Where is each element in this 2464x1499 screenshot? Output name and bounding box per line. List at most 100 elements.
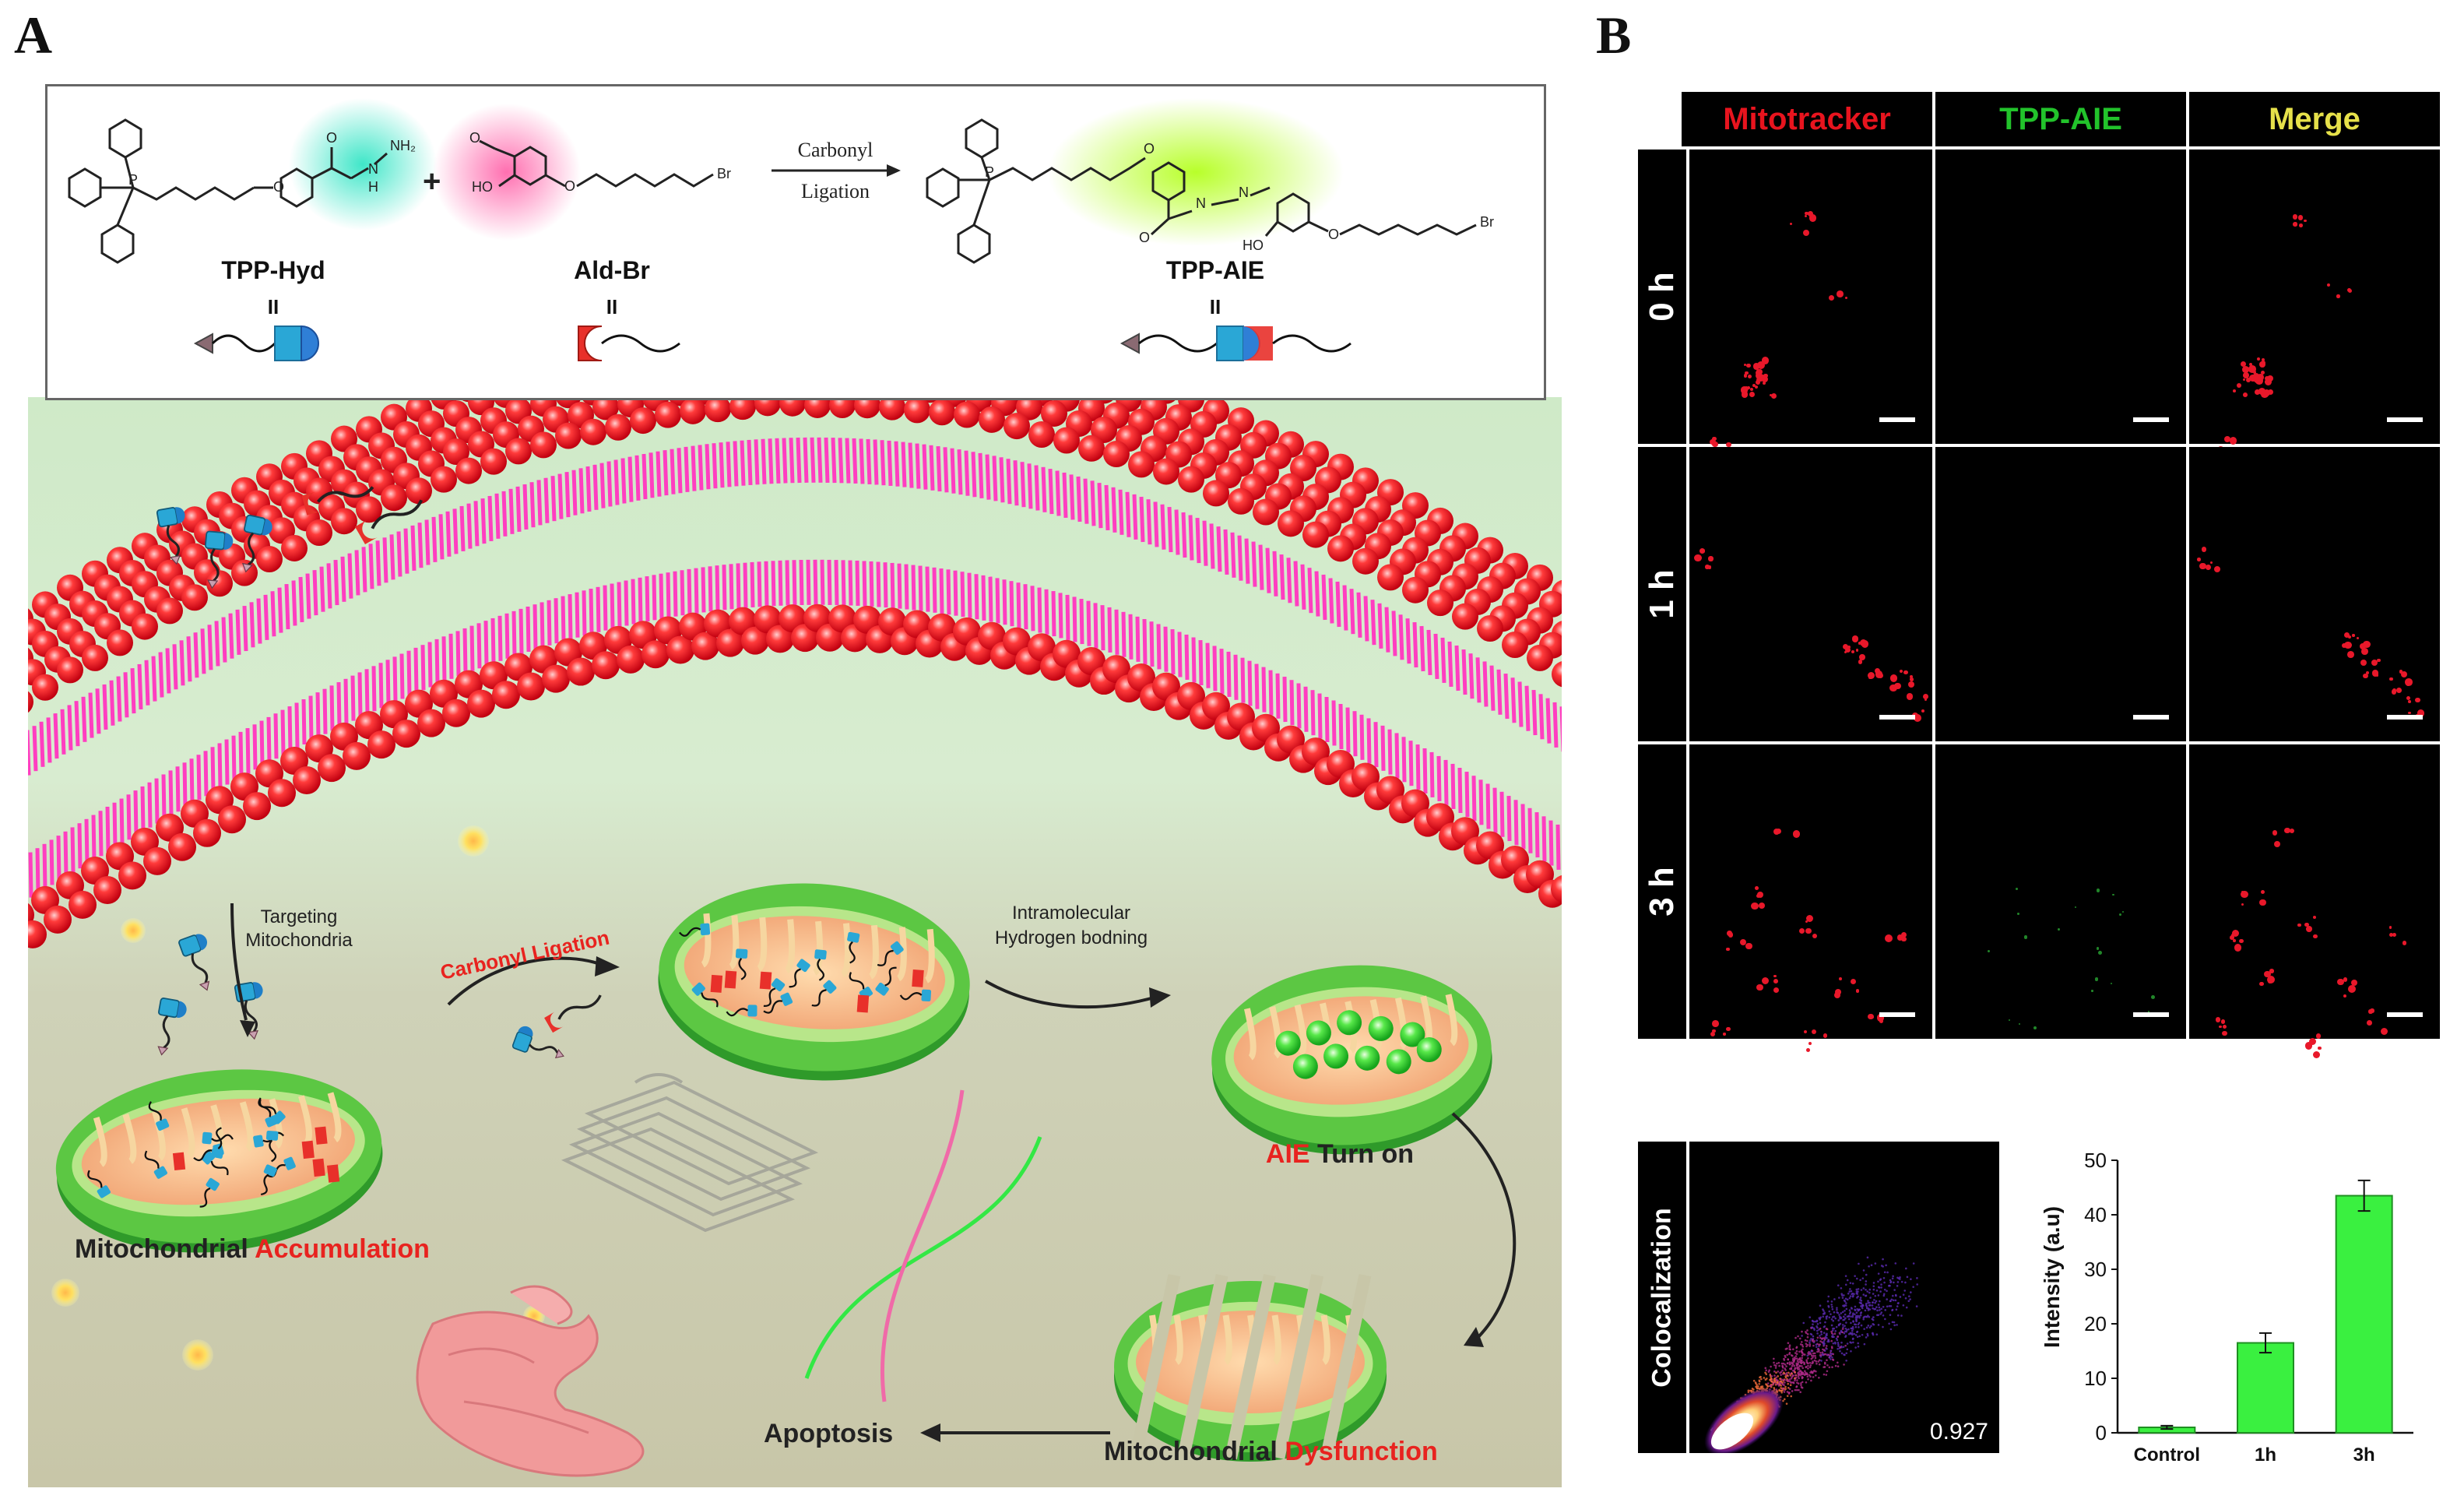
green-filament: [804, 1136, 1042, 1379]
mitotracker-signal: [1909, 674, 1914, 678]
mito-word-2: Mitochondrial: [1104, 1437, 1285, 1466]
mitotracker-signal: [1793, 830, 1801, 838]
y-tick-label: 30: [2084, 1258, 2107, 1281]
colocalization-value: 0.927: [1929, 1419, 1988, 1444]
mitotracker-signal: [1867, 674, 1870, 677]
mitotracker-signal: [2202, 547, 2207, 552]
mitotracker-signal: [2388, 926, 2392, 930]
y-tick-label: 10: [2084, 1367, 2107, 1390]
mitotracker-signal: [2417, 709, 2425, 717]
mitotracker-signal: [2239, 939, 2244, 944]
mitotracker-signal: [1773, 987, 1780, 994]
mitotracker-signal: [1740, 386, 1749, 394]
tpp-aie-signal: [2094, 977, 2099, 981]
targeting-label-line2: Mitochondria: [245, 930, 353, 951]
mitotracker-signal: [1858, 660, 1862, 664]
mitotracker-signal: [2367, 1020, 2373, 1026]
mitotracker-signal: [1726, 947, 1730, 951]
mitotracker-signal: [1804, 1029, 1808, 1034]
mitotracker-signal: [1876, 1014, 1885, 1022]
scheme-panel: Targeting Mitochondria Carbonyl Ligation…: [28, 78, 1562, 1487]
atom-o-5: O: [1144, 141, 1155, 157]
mitotracker-signal: [2360, 659, 2367, 667]
tpp-aie-signal: [2016, 912, 2020, 916]
mitotracker-signal: [1903, 670, 1908, 674]
mitotracker-signal: [2406, 682, 2410, 686]
mitotracker-signal: [1726, 442, 1731, 448]
mitotracker-signal: [1789, 222, 1792, 225]
turn-on-word: Turn on: [1310, 1139, 1414, 1169]
mitotracker-signal: [1763, 374, 1768, 378]
mitotracker-signal: [1868, 671, 1875, 679]
mitotracker-signal: [1921, 709, 1924, 713]
mitotracker-signal: [1806, 1048, 1811, 1053]
tpp-aie-signal: [2112, 893, 2114, 896]
column-header-mitotracker: Mitotracker: [1682, 92, 1932, 146]
mitotracker-signal: [1752, 363, 1760, 370]
tpp-aie-signal: [2058, 927, 2061, 931]
atom-n-3: N: [1239, 185, 1249, 200]
reaction-scheme-box: NH₂ N H O O O HO O Br P P O O N N HO O B…: [45, 84, 1546, 400]
accumulation-label: Mitochondrial Accumulation: [75, 1234, 430, 1264]
tpp-aie-signal: [2023, 935, 2027, 939]
mitotracker-signal: [1900, 670, 1903, 674]
mitotracker-signal: [1859, 654, 1865, 660]
atom-o-6: O: [1139, 230, 1150, 245]
column-header-tpp-aie: TPP-AIE: [1935, 92, 2186, 146]
equals-2: II: [606, 295, 617, 318]
mitotracker-signal: [2318, 1046, 2322, 1050]
mitotracker-signal: [2361, 648, 2369, 656]
y-tick-label: 0: [2096, 1421, 2107, 1444]
mitotracker-signal: [2233, 389, 2237, 393]
y-tick-label: 40: [2084, 1203, 2107, 1226]
reaction-drawing: NH₂ N H O O O HO O Br P P O O N N HO O B…: [68, 98, 1494, 362]
mitotracker-signal: [1756, 373, 1763, 380]
scale-bar: [2133, 1012, 2169, 1017]
imaging-panel: Mitotracker TPP-AIE Merge 0 h 1 h 3 h Co…: [1619, 78, 2445, 1480]
mitotracker-signal: [1868, 675, 1872, 680]
mitotracker-signal: [2336, 978, 2344, 986]
mitotracker-signal: [2230, 935, 2235, 941]
mitotracker-signal: [1708, 565, 1712, 569]
mitotracker-signal: [2389, 932, 2394, 938]
mitotracker-signal: [2261, 889, 2265, 895]
mitotracker-signal: [1805, 914, 1814, 923]
mitotracker-signal: [2312, 915, 2317, 920]
mitotracker-signal: [2274, 840, 2281, 847]
mitotracker-signal: [1805, 928, 1812, 934]
mitochondrion-ligation: [658, 883, 970, 1081]
micrograph-r1-c1: [1689, 150, 1932, 452]
mitotracker-signal: [1868, 1013, 1874, 1020]
micrograph-r3-c1: [1689, 744, 1932, 1053]
mitotracker-signal: [2308, 1037, 2316, 1045]
atom-n-2: N: [1196, 195, 1206, 211]
mitotracker-signal: [2234, 944, 2241, 952]
scale-bar: [1879, 1012, 1915, 1017]
mitotracker-signal: [2236, 382, 2241, 388]
mitotracker-signal: [2267, 979, 2272, 984]
mitotracker-signal: [1728, 932, 1734, 938]
mitotracker-signal: [2197, 558, 2201, 561]
atom-p-2: P: [985, 164, 994, 180]
mitotracker-signal: [2253, 370, 2256, 374]
column-header-merge: Merge: [2189, 92, 2440, 146]
mitotracker-signal: [2220, 1019, 2226, 1025]
mitotracker-signal: [2257, 357, 2261, 361]
mitotracker-signal: [2222, 1024, 2227, 1029]
tpp-hyd-cartoon: [193, 325, 319, 362]
mitotracker-signal: [2229, 437, 2237, 445]
mitotracker-signal: [2272, 830, 2278, 836]
mitotracker-signal: [2289, 828, 2295, 834]
mitotracker-signal: [1723, 1033, 1726, 1036]
mitotracker-signal: [2241, 903, 2244, 906]
intramolecular-label-line2: Hydrogen bodning: [995, 927, 1148, 948]
mitotracker-signal: [2259, 981, 2264, 987]
mitotracker-signal: [2401, 670, 2408, 677]
dysfunction-label: Mitochondrial Dysfunction: [1104, 1437, 1438, 1466]
tpp-aie-signal: [2151, 994, 2155, 999]
tpp-aie-signal: [2122, 911, 2125, 913]
mitotracker-signal: [1811, 1029, 1816, 1035]
bar: [2237, 1342, 2294, 1434]
mitotracker-signal: [1757, 361, 1766, 369]
